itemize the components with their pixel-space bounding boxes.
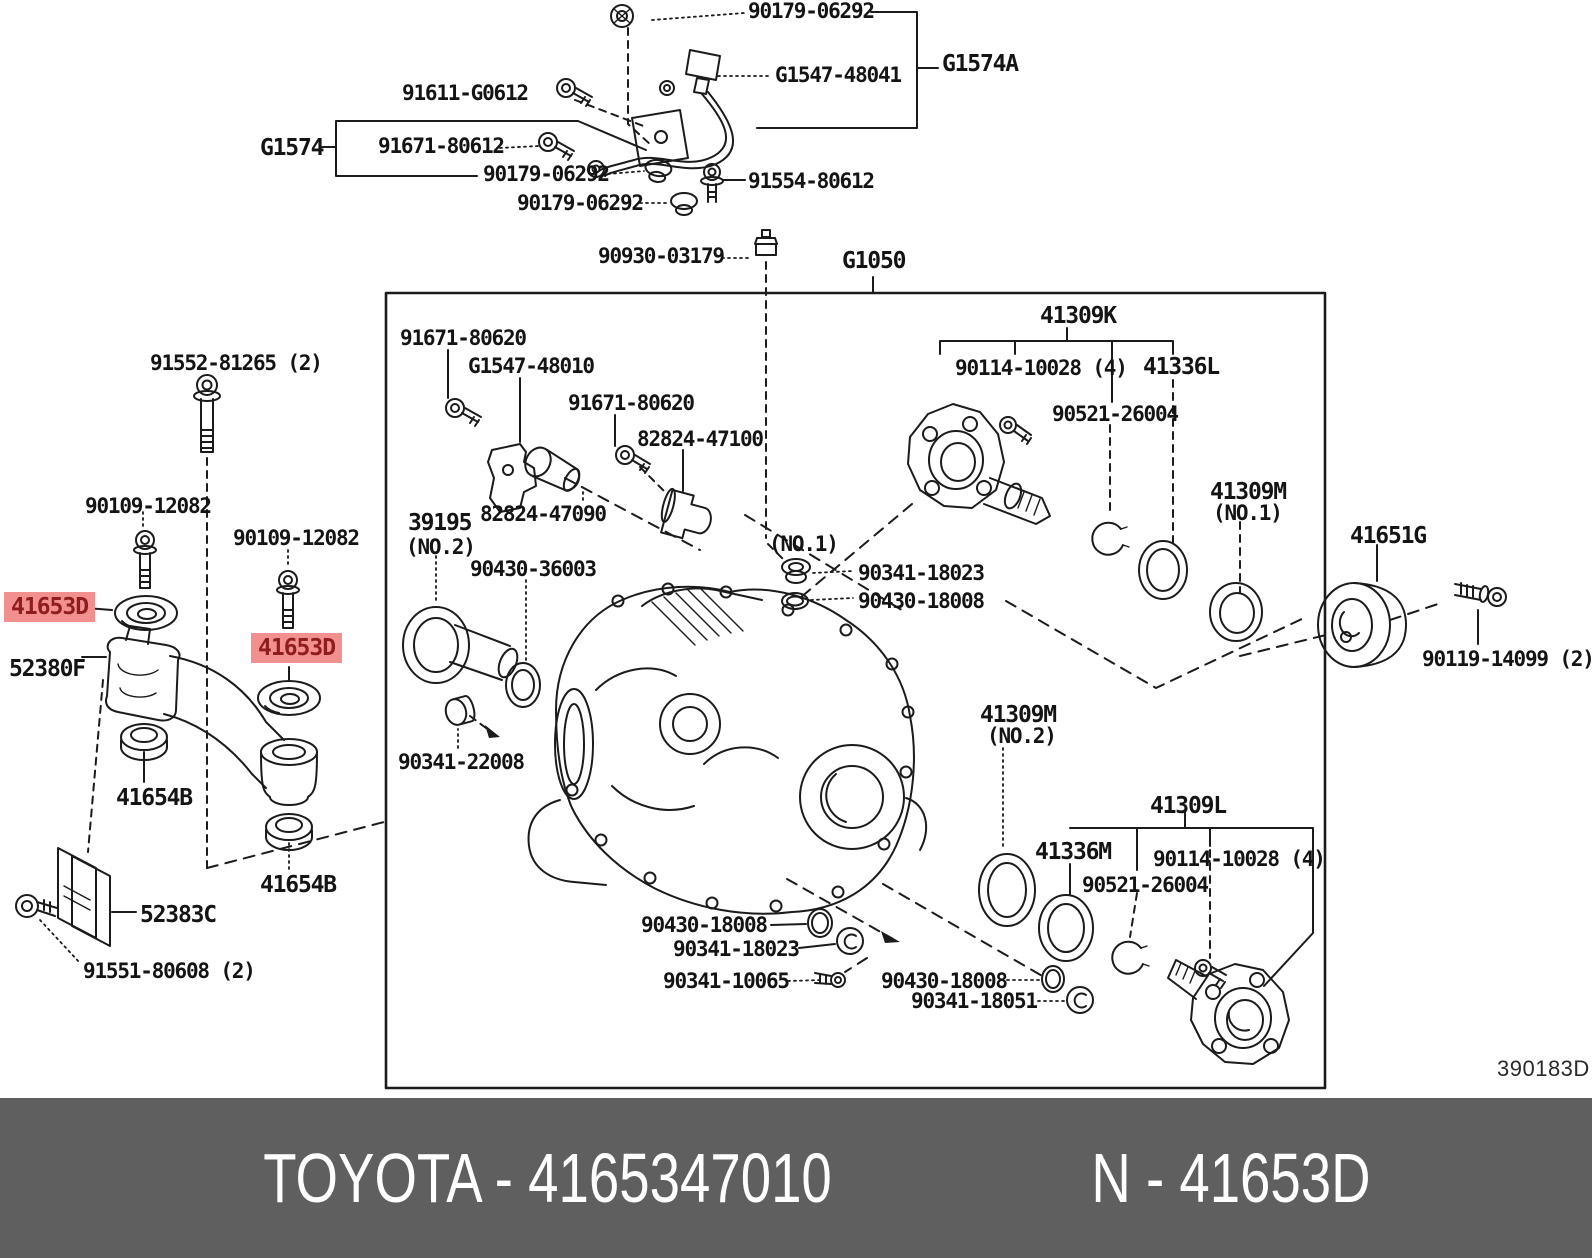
bearing-group-art <box>402 555 541 749</box>
part-label-41309m-no1[interactable]: 41309M <box>1210 479 1287 505</box>
part-label-52380f[interactable]: 52380F <box>9 656 86 682</box>
part-label-90430-18008-b[interactable]: 90430-18008 <box>641 913 768 937</box>
harness-assembly-art <box>321 4 939 216</box>
part-label-90114-10028-a[interactable]: 90114-10028 (4) <box>955 356 1128 380</box>
part-label-41651g[interactable]: 41651G <box>1350 523 1427 549</box>
part-label-90521-26004-a[interactable]: 90521-26004 <box>1052 402 1179 426</box>
part-label-90430-18008-c[interactable]: 90430-18008 <box>881 969 1008 993</box>
part-label-g1574[interactable]: G1574 <box>260 135 324 161</box>
part-label-41653d-highlight-a[interactable]: 41653D <box>4 592 96 623</box>
part-label-52383c[interactable]: 52383C <box>140 902 217 928</box>
part-label-91671-80620-b[interactable]: 91671-80620 <box>568 391 695 415</box>
footer-brand-part-number: TOYOTA - 4165347010 <box>262 1139 832 1217</box>
part-label-41309m-no2[interactable]: 41309M <box>980 702 1057 728</box>
part-label-41309m-no1-sub: (NO.1) <box>1213 501 1283 525</box>
part-label-91671-80620-a[interactable]: 91671-80620 <box>400 326 527 350</box>
part-label-90179-06292-c[interactable]: 90179-06292 <box>517 191 644 215</box>
part-label-91554-80612[interactable]: 91554-80612 <box>748 169 875 193</box>
figure-number: 390183D <box>1497 1056 1590 1081</box>
part-label-g1547-48010[interactable]: G1547-48010 <box>468 354 595 378</box>
mount-assembly-art <box>15 374 385 964</box>
part-label-no1-note: (NO.1) <box>769 532 839 556</box>
part-label-90114-10028-b[interactable]: 90114-10028 (4) <box>1153 847 1326 871</box>
part-label-39195-sub: (NO.2) <box>406 535 476 559</box>
part-label-41654b-a[interactable]: 41654B <box>116 785 193 811</box>
part-label-90109-12082-a[interactable]: 90109-12082 <box>85 494 212 518</box>
part-label-90430-18008-a[interactable]: 90430-18008 <box>858 589 985 613</box>
part-label-90179-06292-a[interactable]: 90179-06292 <box>748 0 875 23</box>
part-label-41653d-highlight-b[interactable]: 41653D <box>251 633 343 664</box>
part-label-82824-47100[interactable]: 82824-47100 <box>637 427 764 451</box>
part-label-90341-18051[interactable]: 90341-18051 <box>911 989 1038 1013</box>
part-label-90341-18023-a[interactable]: 90341-18023 <box>858 561 985 585</box>
footer-banner: TOYOTA - 4165347010 N - 41653D <box>0 1098 1592 1258</box>
part-label-90521-26004-b[interactable]: 90521-26004 <box>1082 873 1209 897</box>
part-label-91671-80612[interactable]: 91671-80612 <box>378 134 505 158</box>
damper-art <box>1239 544 1507 668</box>
part-label-g1050[interactable]: G1050 <box>842 248 906 274</box>
part-label-90930-03179[interactable]: 90930-03179 <box>598 244 725 268</box>
part-label-41336m[interactable]: 41336M <box>1035 839 1112 865</box>
part-label-39195[interactable]: 39195 <box>408 510 472 536</box>
side-gear-shaft-top-art <box>907 327 1307 689</box>
part-label-41336l[interactable]: 41336L <box>1143 354 1220 380</box>
part-label-90119-14099[interactable]: 90119-14099 (2) <box>1422 647 1592 671</box>
part-label-g1547-48041[interactable]: G1547-48041 <box>775 63 902 87</box>
part-label-91551-80608[interactable]: 91551-80608 (2) <box>83 959 256 983</box>
part-label-90341-10065[interactable]: 90341-10065 <box>663 969 790 993</box>
part-label-41654b-b[interactable]: 41654B <box>260 872 337 898</box>
part-label-91552-81265[interactable]: 91552-81265 (2) <box>150 351 323 375</box>
part-label-90430-36003[interactable]: 90430-36003 <box>470 557 597 581</box>
transaxle-box-art <box>384 229 1327 1090</box>
part-label-41309l[interactable]: 41309L <box>1150 793 1227 819</box>
part-label-41309k[interactable]: 41309K <box>1040 303 1117 329</box>
side-gear-shaft-bottom-art <box>978 747 1314 1065</box>
part-label-90341-18023-b[interactable]: 90341-18023 <box>673 937 800 961</box>
part-label-90109-12082-b[interactable]: 90109-12082 <box>233 526 360 550</box>
part-label-90341-22008[interactable]: 90341-22008 <box>398 750 525 774</box>
drain-plug-group-art <box>770 878 1094 1014</box>
part-label-91611-g0612[interactable]: 91611-G0612 <box>402 81 529 105</box>
sensor-group-art <box>445 349 906 613</box>
footer-part-code: N - 41653D <box>1090 1139 1371 1217</box>
transaxle-housing-art <box>527 503 928 915</box>
part-label-82824-47090[interactable]: 82824-47090 <box>480 502 607 526</box>
part-label-g1574a[interactable]: G1574A <box>942 51 1019 77</box>
part-label-41309m-no2-sub: (NO.2) <box>987 724 1057 748</box>
part-label-90179-06292-b[interactable]: 90179-06292 <box>483 162 610 186</box>
